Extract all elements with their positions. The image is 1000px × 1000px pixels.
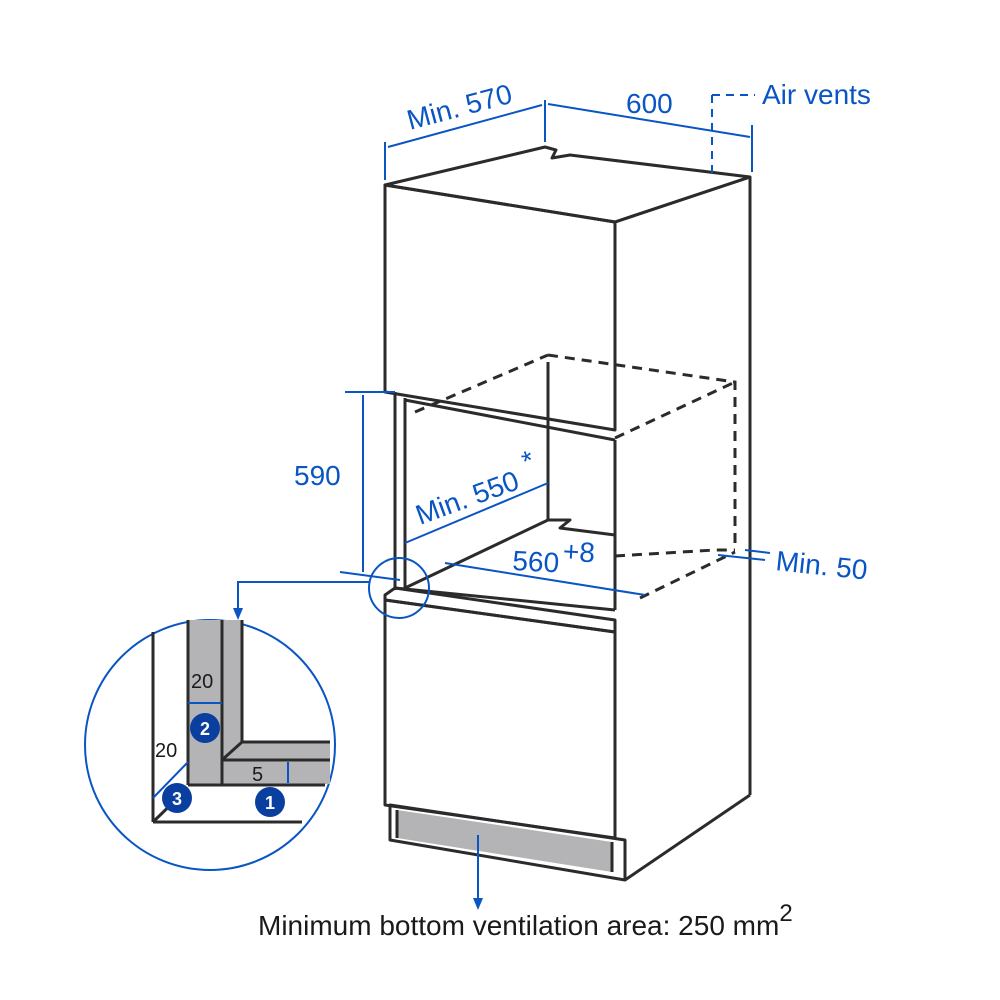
detail-dim-side: 20: [191, 671, 213, 693]
dimension-lines: [233, 94, 771, 910]
label-niche-depth-note: *: [518, 444, 539, 477]
label-rear-gap: Min. 50: [774, 545, 869, 585]
badge-1: 1: [255, 787, 285, 817]
svg-text:1: 1: [265, 793, 275, 813]
label-niche-height: 590: [294, 460, 341, 491]
cabinet-body: [383, 145, 752, 882]
label-niche-depth: Min. 550: [411, 465, 523, 531]
detail-dim-bottom: 5: [252, 764, 263, 786]
bottom-vent-area: [397, 810, 612, 872]
label-niche-width: 560: [512, 545, 560, 578]
label-width: 600: [626, 88, 673, 119]
badge-3: 3: [162, 783, 192, 813]
caption: Minimum bottom ventilation area: 250 mm2: [258, 900, 793, 941]
label-air-vents: Air vents: [762, 79, 871, 110]
detail-zoom: 20 20 5 1 2 3: [84, 619, 336, 871]
label-niche-width-tolerance: +8: [562, 536, 596, 569]
caption-text: Minimum bottom ventilation area: 250 mm: [258, 910, 779, 941]
badge-2: 2: [190, 713, 220, 743]
svg-text:2: 2: [200, 719, 210, 739]
svg-text:3: 3: [172, 789, 182, 809]
detail-dim-front: 20: [155, 740, 177, 762]
caption-superscript: 2: [779, 900, 792, 927]
